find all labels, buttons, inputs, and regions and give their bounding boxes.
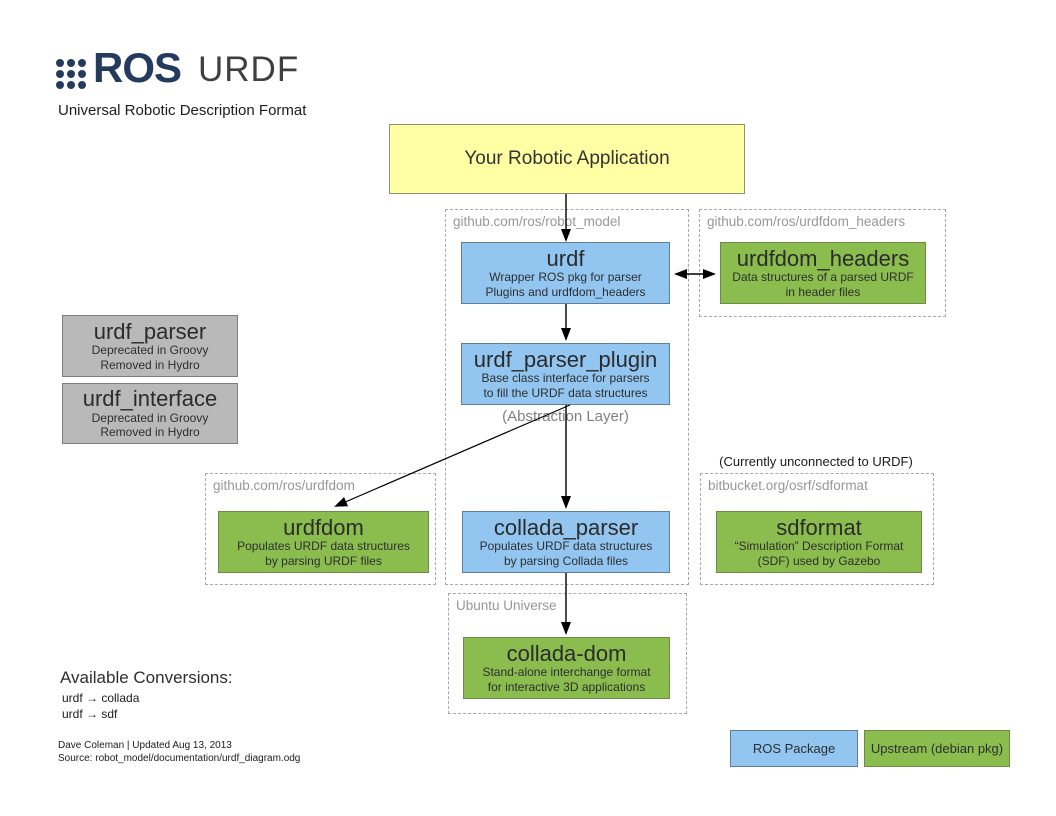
container-robot-model-label: github.com/ros/robot_model xyxy=(453,214,621,229)
node-urdf: urdf Wrapper ROS pkg for parser Plugins … xyxy=(461,242,670,304)
node-urdf-parser-title: urdf_parser xyxy=(93,318,207,344)
node-urdfdom-desc: by parsing URDF files xyxy=(265,553,382,568)
container-robot-model: github.com/ros/robot_model xyxy=(445,209,689,585)
node-urdf-parser-plugin-desc: to fill the URDF data structures xyxy=(483,385,648,400)
node-collada-dom-desc: for interactive 3D applications xyxy=(487,679,646,694)
node-urdf-desc: Wrapper ROS pkg for parser xyxy=(489,270,642,285)
node-collada-dom-desc: Stand-alone interchange format xyxy=(482,665,651,680)
node-urdf-parser-desc: Removed in Hydro xyxy=(100,357,200,372)
node-urdf-interface-desc: Removed in Hydro xyxy=(100,425,200,440)
container-ubuntu-universe-label: Ubuntu Universe xyxy=(456,598,557,613)
node-collada-dom: collada-dom Stand-alone interchange form… xyxy=(463,637,670,699)
node-urdfdom-title: urdfdom xyxy=(283,514,364,540)
container-urdfdom: github.com/ros/urdfdom xyxy=(205,473,436,585)
container-sdformat: bitbucket.org/osrf/sdformat xyxy=(700,473,934,585)
container-urdfdom-headers: github.com/ros/urdfdom_headers xyxy=(699,209,946,317)
node-urdf-parser: urdf_parser Deprecated in Groovy Removed… xyxy=(62,315,238,377)
container-urdfdom-headers-label: github.com/ros/urdfdom_headers xyxy=(707,214,906,229)
node-collada-parser-desc: Populates URDF data structures xyxy=(479,539,653,554)
node-urdf-parser-desc: Deprecated in Groovy xyxy=(91,343,209,358)
conversion-item: urdf → collada xyxy=(62,691,140,705)
node-urdf-parser-plugin-desc: Base class interface for parsers xyxy=(481,371,650,386)
node-sdformat-desc: “Simulation” Description Format xyxy=(734,539,904,554)
conversion-item: urdf → sdf xyxy=(62,707,118,721)
abstraction-layer-label: (Abstraction Layer) xyxy=(502,408,629,425)
node-sdformat-desc: (SDF) used by Gazebo xyxy=(757,553,881,568)
node-urdf-interface-title: urdf_interface xyxy=(82,386,218,411)
node-your-robotic-application: Your Robotic Application xyxy=(389,124,745,194)
node-sdformat: sdformat “Simulation” Description Format… xyxy=(716,511,922,573)
node-collada-parser-title: collada_parser xyxy=(493,514,639,540)
footer-source: Source: robot_model/documentation/urdf_d… xyxy=(58,753,301,764)
node-urdfdom-headers-title: urdfdom_headers xyxy=(736,245,910,271)
legend-upstream: Upstream (debian pkg) xyxy=(864,730,1010,767)
node-urdfdom-headers: urdfdom_headers Data structures of a par… xyxy=(720,242,926,304)
node-urdf-title: urdf xyxy=(546,245,585,271)
node-collada-parser-desc: by parsing Collada files xyxy=(503,553,629,568)
node-urdfdom-desc: Populates URDF data structures xyxy=(237,539,410,554)
ros-logo-dots-icon xyxy=(56,59,86,89)
legend-upstream-label: Upstream (debian pkg) xyxy=(870,741,1004,756)
container-ubuntu-universe: Ubuntu Universe xyxy=(448,593,687,714)
container-sdformat-label: bitbucket.org/osrf/sdformat xyxy=(708,478,868,493)
node-urdf-parser-plugin: urdf_parser_plugin Base class interface … xyxy=(461,343,670,405)
node-sdformat-title: sdformat xyxy=(776,514,862,540)
unconnected-note: (Currently unconnected to URDF) xyxy=(719,454,913,469)
node-urdfdom-headers-desc: in header files xyxy=(785,284,861,299)
node-urdf-parser-plugin-title: urdf_parser_plugin xyxy=(473,346,658,372)
legend-ros-package-label: ROS Package xyxy=(752,741,836,756)
node-urdfdom-headers-desc: Data structures of a parsed URDF xyxy=(732,270,914,285)
node-urdfdom: urdfdom Populates URDF data structures b… xyxy=(218,511,429,573)
node-collada-dom-title: collada-dom xyxy=(506,640,627,666)
ros-logo-text: ROS xyxy=(93,44,182,91)
node-urdf-desc: Plugins and urdfdom_headers xyxy=(485,284,646,299)
legend-ros-package: ROS Package xyxy=(730,730,858,767)
page-subtitle: Universal Robotic Description Format xyxy=(58,102,307,119)
node-collada-parser: collada_parser Populates URDF data struc… xyxy=(462,511,670,573)
node-your-robotic-application-label: Your Robotic Application xyxy=(464,148,670,169)
container-urdfdom-label: github.com/ros/urdfdom xyxy=(213,478,355,493)
footer-credit: Dave Coleman | Updated Aug 13, 2013 xyxy=(58,740,232,751)
available-conversions-heading: Available Conversions: xyxy=(60,668,233,687)
node-urdf-interface: urdf_interface Deprecated in Groovy Remo… xyxy=(62,383,238,444)
page-title: URDF xyxy=(198,50,300,89)
node-urdf-interface-desc: Deprecated in Groovy xyxy=(91,410,209,425)
